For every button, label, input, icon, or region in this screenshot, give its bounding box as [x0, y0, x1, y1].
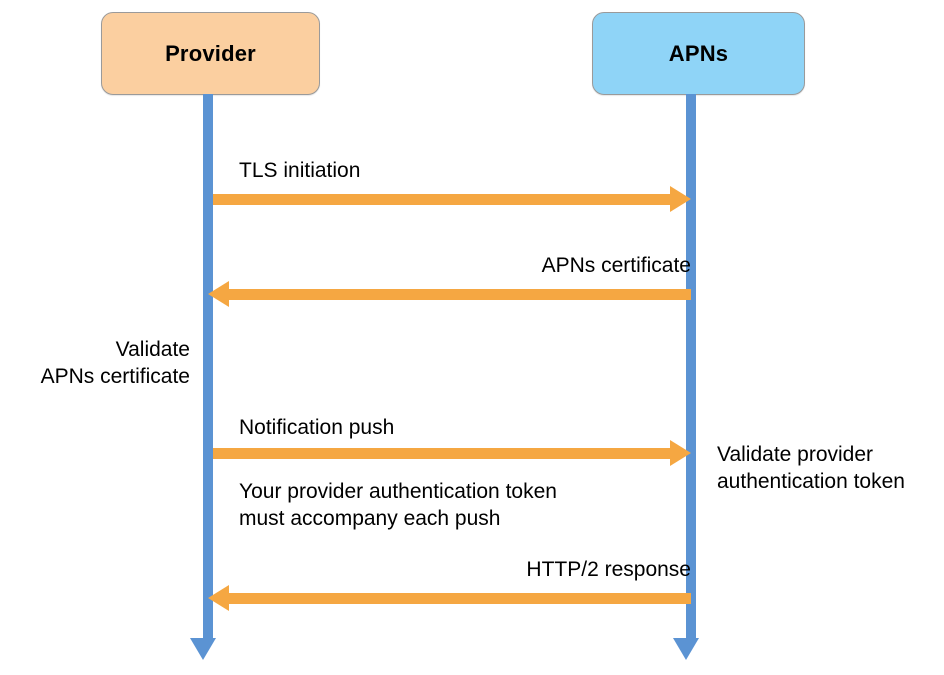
arrow-shaft [229, 289, 691, 300]
arrow-right-head-icon [670, 186, 691, 212]
arrow-shaft [213, 448, 671, 459]
participant-label-provider: Provider [165, 40, 256, 66]
lifeline-provider-arrowhead-icon [190, 638, 216, 660]
message-arrow-apns-certificate [208, 281, 691, 307]
note-validate-apns-certificate: Validate APNs certificate [40, 338, 190, 388]
arrow-shaft [213, 194, 671, 205]
message-label-tls-initiation: TLS initiation [239, 159, 361, 182]
participant-box-provider: Provider [101, 12, 320, 95]
message-label-apns-certificate: APNs certificate [541, 254, 691, 277]
message-arrow-http2-response [208, 585, 691, 611]
message-arrow-tls-initiation [213, 186, 691, 212]
message-label-notification-push: Notification push [239, 416, 395, 439]
participant-box-apns: APNs [592, 12, 805, 95]
message-label-http2-response: HTTP/2 response [526, 558, 691, 581]
arrow-right-head-icon [670, 440, 691, 466]
arrow-shaft [229, 593, 691, 604]
note-validate-provider-token: Validate provider authentication token [717, 443, 905, 493]
participant-label-apns: APNs [668, 40, 729, 66]
note-token-requirement: Your provider authentication token must … [239, 480, 557, 530]
arrow-left-head-icon [208, 281, 229, 307]
lifeline-provider [203, 94, 213, 639]
arrow-left-head-icon [208, 585, 229, 611]
lifeline-apns-arrowhead-icon [673, 638, 699, 660]
message-arrow-notification-push [213, 440, 691, 466]
lifeline-apns [686, 94, 696, 639]
